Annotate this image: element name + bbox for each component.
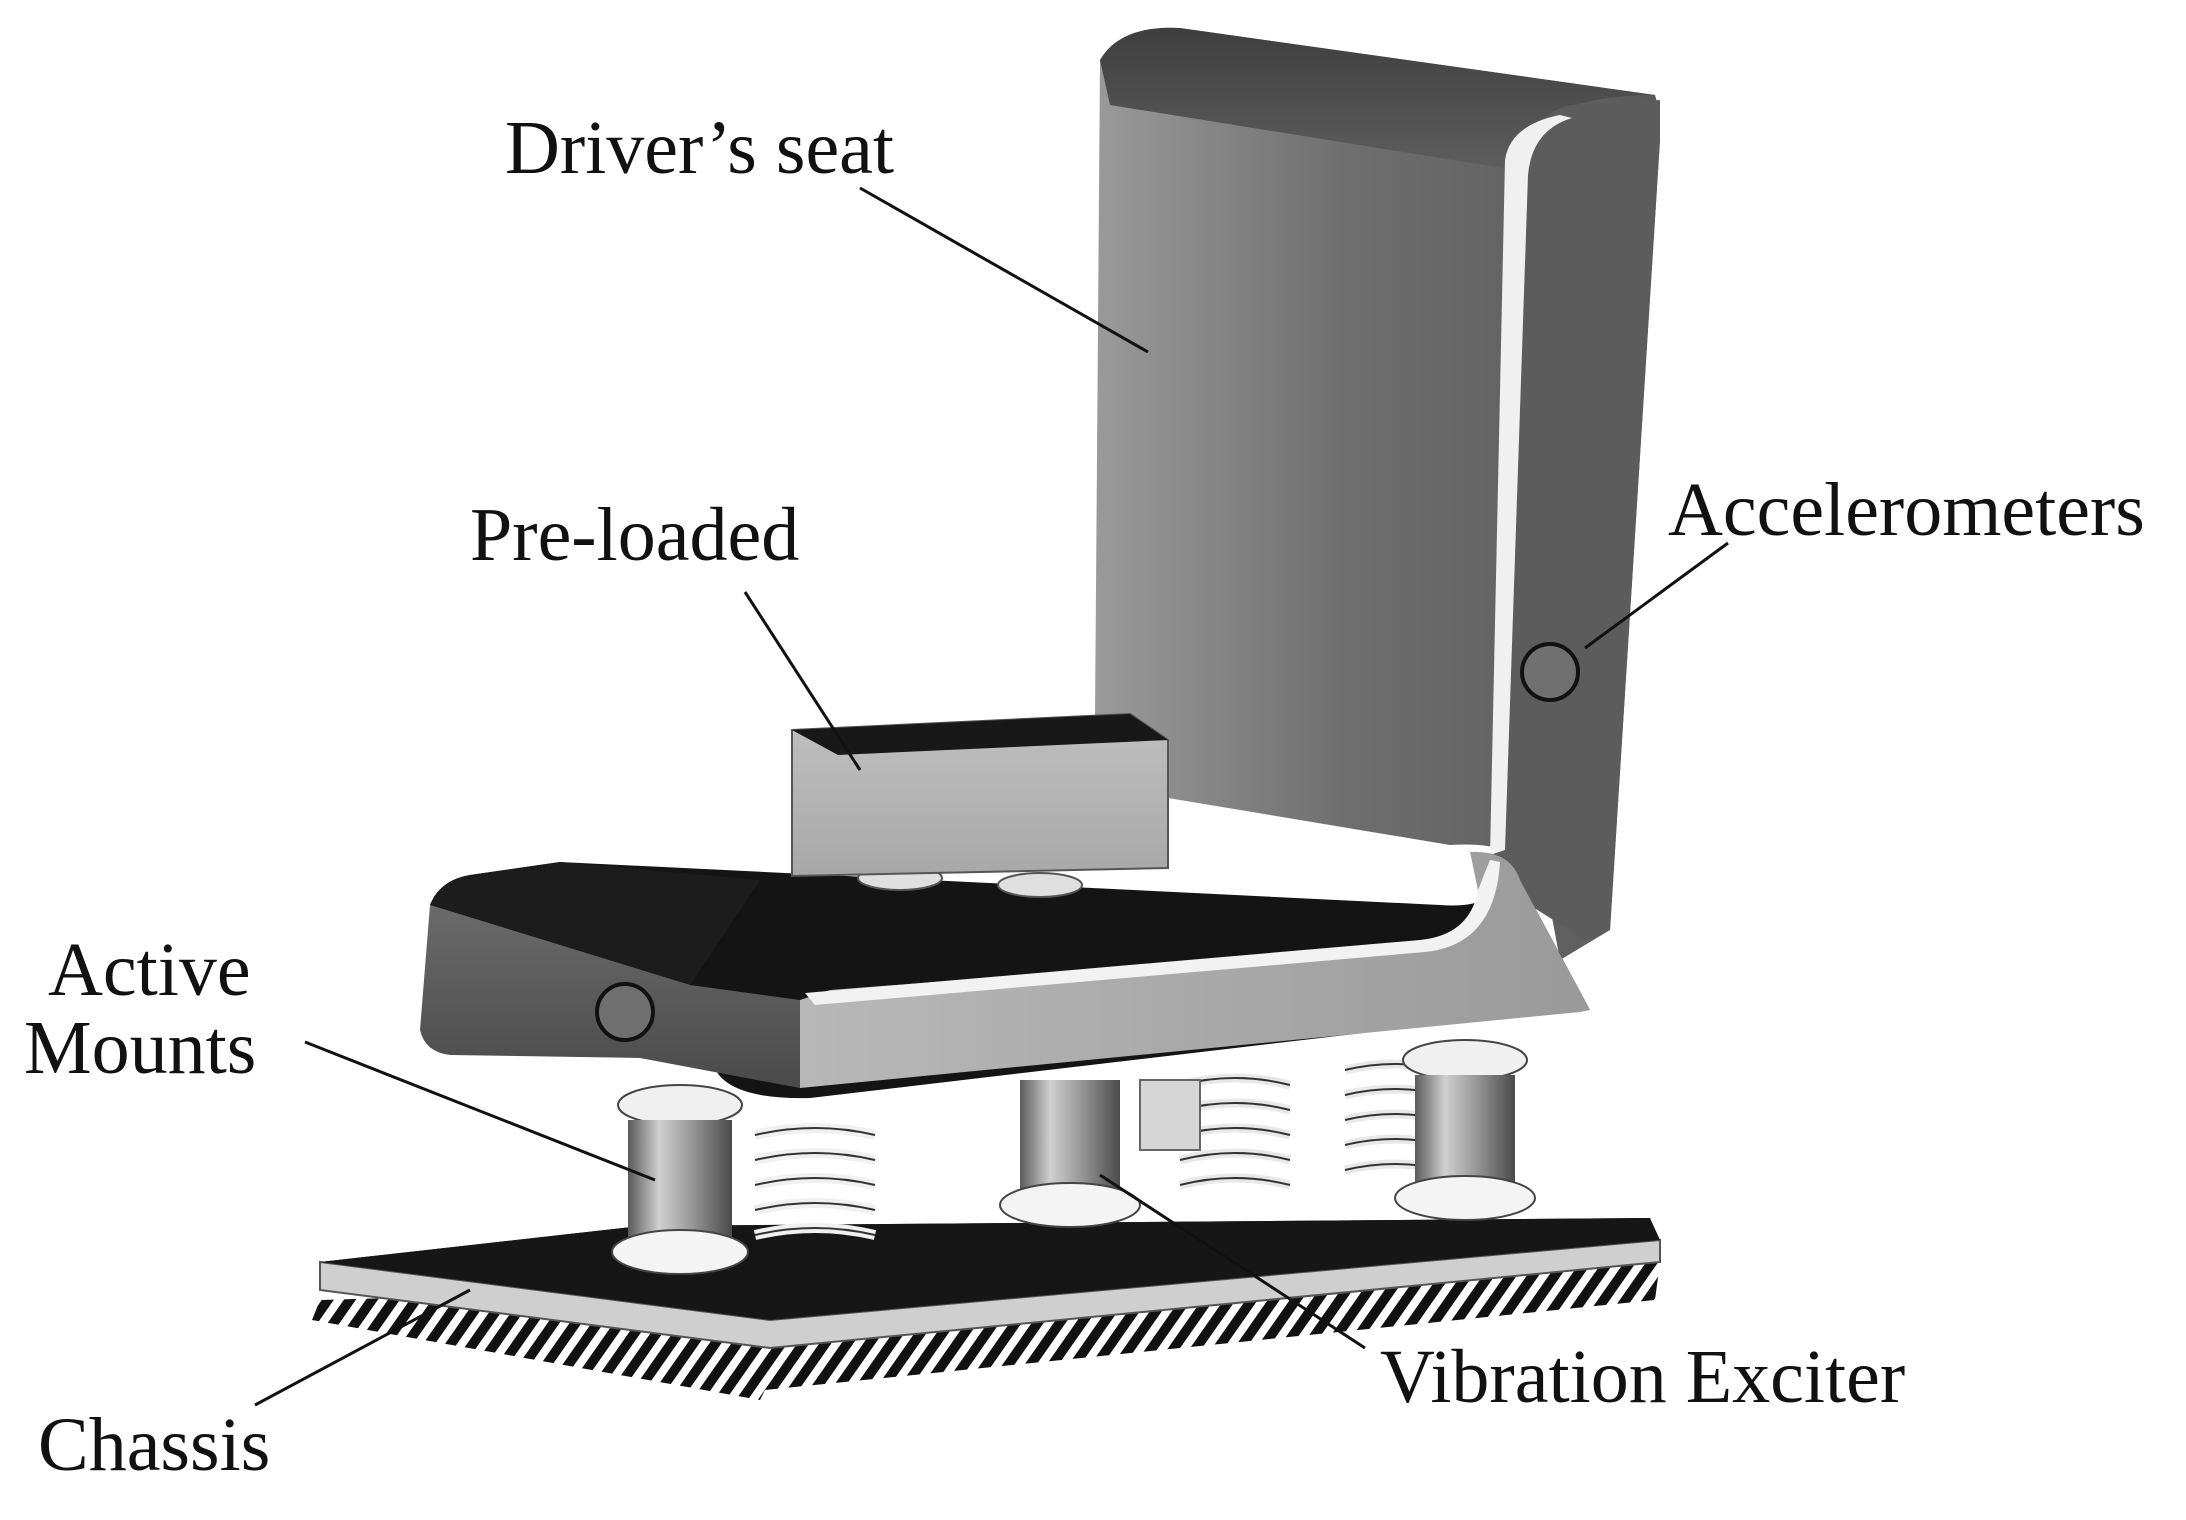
- seat-cushion: [420, 851, 1590, 1099]
- label-active-mounts-line2: Mounts: [24, 1006, 256, 1090]
- leader-accelerometers: [1584, 541, 1729, 650]
- rear-spring-outlines: [1179, 1063, 1446, 1186]
- label-active-mounts-line1: Active: [48, 928, 251, 1012]
- label-vibration-exciter: Vibration Exciter: [1380, 1335, 1905, 1419]
- leader-pre-loaded: [743, 591, 862, 771]
- active-mount-left: [611, 1084, 749, 1275]
- vibration-exciter-block: [1139, 1079, 1201, 1151]
- leader-lines: [254, 186, 1729, 1407]
- active-mount-center: [999, 1080, 1141, 1228]
- label-drivers-seat: Driver’s seat: [505, 106, 894, 190]
- leader-vibration-exciter: [1099, 1173, 1366, 1350]
- label-chassis: Chassis: [38, 1403, 270, 1487]
- rear-springs: [1178, 1059, 1447, 1190]
- seat-backrest: [1095, 27, 1660, 960]
- active-mount-right: [1394, 1039, 1536, 1221]
- leader-active-mounts: [304, 1040, 656, 1182]
- leader-chassis: [254, 1288, 471, 1407]
- preload-block: [791, 712, 1169, 898]
- accelerometer-cushion-icon: [595, 982, 655, 1042]
- label-accelerometers: Accelerometers: [1668, 468, 2145, 552]
- leader-drivers-seat: [859, 186, 1149, 354]
- label-pre-loaded: Pre-loaded: [470, 493, 799, 577]
- front-spring: [753, 1123, 877, 1240]
- accelerometer-backrest-icon: [1520, 642, 1580, 702]
